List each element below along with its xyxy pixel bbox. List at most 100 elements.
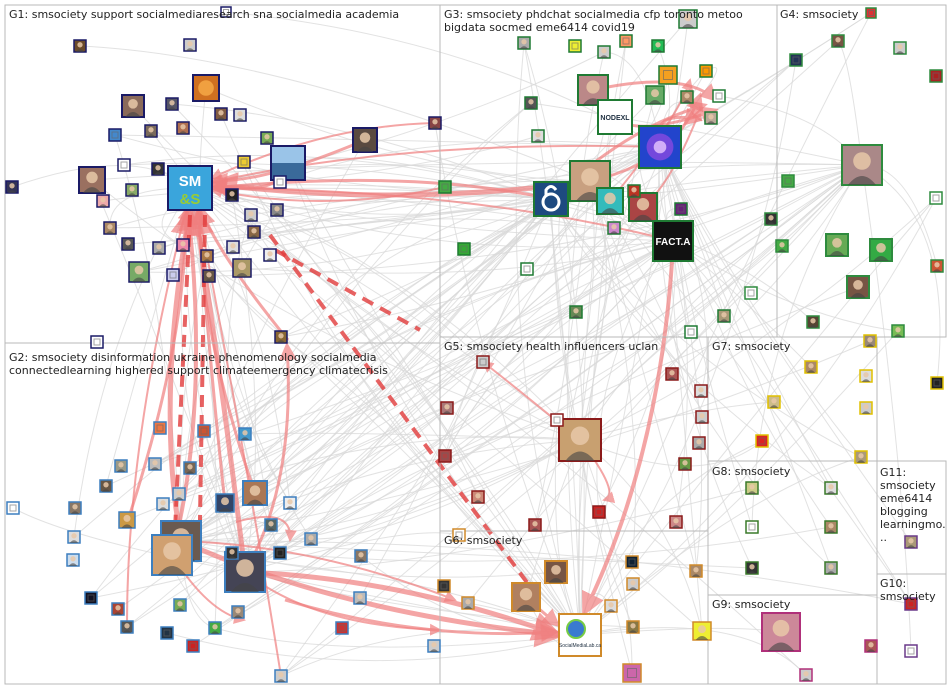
- node[interactable]: [605, 600, 617, 612]
- node[interactable]: [157, 498, 169, 510]
- node[interactable]: [696, 411, 708, 423]
- node[interactable]: [438, 580, 450, 592]
- node[interactable]: [7, 502, 19, 514]
- node[interactable]: [627, 578, 639, 590]
- node[interactable]: [154, 422, 166, 434]
- node[interactable]: [245, 209, 257, 221]
- node[interactable]: [652, 40, 664, 52]
- node[interactable]: [768, 396, 780, 408]
- node[interactable]: [931, 377, 943, 389]
- node[interactable]: [305, 533, 317, 545]
- node[interactable]: [126, 184, 138, 196]
- node[interactable]: [104, 222, 116, 234]
- node[interactable]: [713, 90, 725, 102]
- node[interactable]: [628, 185, 640, 197]
- node[interactable]: [472, 491, 484, 503]
- node[interactable]: [441, 402, 453, 414]
- node[interactable]: [215, 108, 227, 120]
- node[interactable]: [807, 316, 819, 328]
- node[interactable]: [608, 222, 620, 234]
- node[interactable]: [122, 238, 134, 250]
- node[interactable]: [670, 516, 682, 528]
- node[interactable]: [593, 506, 605, 518]
- node[interactable]: [177, 122, 189, 134]
- node[interactable]: [892, 325, 904, 337]
- node[interactable]: [167, 269, 179, 281]
- node[interactable]: [860, 402, 872, 414]
- node[interactable]: [184, 462, 196, 474]
- node[interactable]: [261, 132, 273, 144]
- node[interactable]: [216, 494, 234, 512]
- node[interactable]: [145, 125, 157, 137]
- node[interactable]: [112, 603, 124, 615]
- node[interactable]: [870, 239, 892, 261]
- node[interactable]: [274, 547, 286, 559]
- node[interactable]: [68, 531, 80, 543]
- node[interactable]: [825, 562, 837, 574]
- node[interactable]: [275, 670, 287, 682]
- node[interactable]: [745, 287, 757, 299]
- node[interactable]: [177, 239, 189, 251]
- node[interactable]: [477, 356, 489, 368]
- node[interactable]: [832, 35, 844, 47]
- node[interactable]: [782, 175, 794, 187]
- node[interactable]: [193, 75, 219, 101]
- node[interactable]: [6, 181, 18, 193]
- node[interactable]: [428, 640, 440, 652]
- node[interactable]: [121, 621, 133, 633]
- node[interactable]: [762, 613, 800, 651]
- node[interactable]: [693, 622, 711, 640]
- node[interactable]: [675, 203, 687, 215]
- node[interactable]: [67, 554, 79, 566]
- node[interactable]: [532, 130, 544, 142]
- node[interactable]: [264, 249, 276, 261]
- node[interactable]: [458, 243, 470, 255]
- node[interactable]: [679, 458, 691, 470]
- node[interactable]: [100, 480, 112, 492]
- node[interactable]: [685, 326, 697, 338]
- node[interactable]: [930, 192, 942, 204]
- node[interactable]: [265, 519, 277, 531]
- node[interactable]: [275, 331, 287, 343]
- node[interactable]: [355, 550, 367, 562]
- node[interactable]: [659, 66, 677, 84]
- node[interactable]: [226, 547, 238, 559]
- node[interactable]: [598, 46, 610, 58]
- node[interactable]: [353, 128, 377, 152]
- node[interactable]: [746, 482, 758, 494]
- node[interactable]: [184, 39, 196, 51]
- node[interactable]: [646, 86, 664, 104]
- node[interactable]: [91, 336, 103, 348]
- node[interactable]: [534, 182, 568, 216]
- node[interactable]: [518, 37, 530, 49]
- node[interactable]: [756, 435, 768, 447]
- node[interactable]: [152, 535, 192, 575]
- node[interactable]: [847, 276, 869, 298]
- hub-node-smands[interactable]: SM&S: [168, 166, 212, 210]
- node[interactable]: [238, 156, 250, 168]
- node[interactable]: [690, 565, 702, 577]
- node[interactable]: [894, 42, 906, 54]
- node[interactable]: [79, 167, 105, 193]
- node[interactable]: [693, 437, 705, 449]
- node[interactable]: [129, 262, 149, 282]
- node[interactable]: [718, 310, 730, 322]
- node[interactable]: [439, 450, 451, 462]
- node[interactable]: [239, 428, 251, 440]
- node[interactable]: [627, 621, 639, 633]
- node[interactable]: [597, 188, 623, 214]
- hub-node-nodexl[interactable]: NODEXL: [598, 100, 632, 134]
- node[interactable]: [166, 98, 178, 110]
- node[interactable]: [234, 109, 246, 121]
- node[interactable]: [695, 385, 707, 397]
- node[interactable]: [274, 176, 286, 188]
- node[interactable]: [187, 640, 199, 652]
- node[interactable]: [74, 40, 86, 52]
- node[interactable]: [855, 451, 867, 463]
- node[interactable]: [109, 129, 121, 141]
- node[interactable]: [118, 159, 130, 171]
- hub-node-fact[interactable]: FACT.A: [653, 221, 693, 261]
- node[interactable]: [826, 234, 848, 256]
- node[interactable]: [354, 592, 366, 604]
- node[interactable]: [209, 622, 221, 634]
